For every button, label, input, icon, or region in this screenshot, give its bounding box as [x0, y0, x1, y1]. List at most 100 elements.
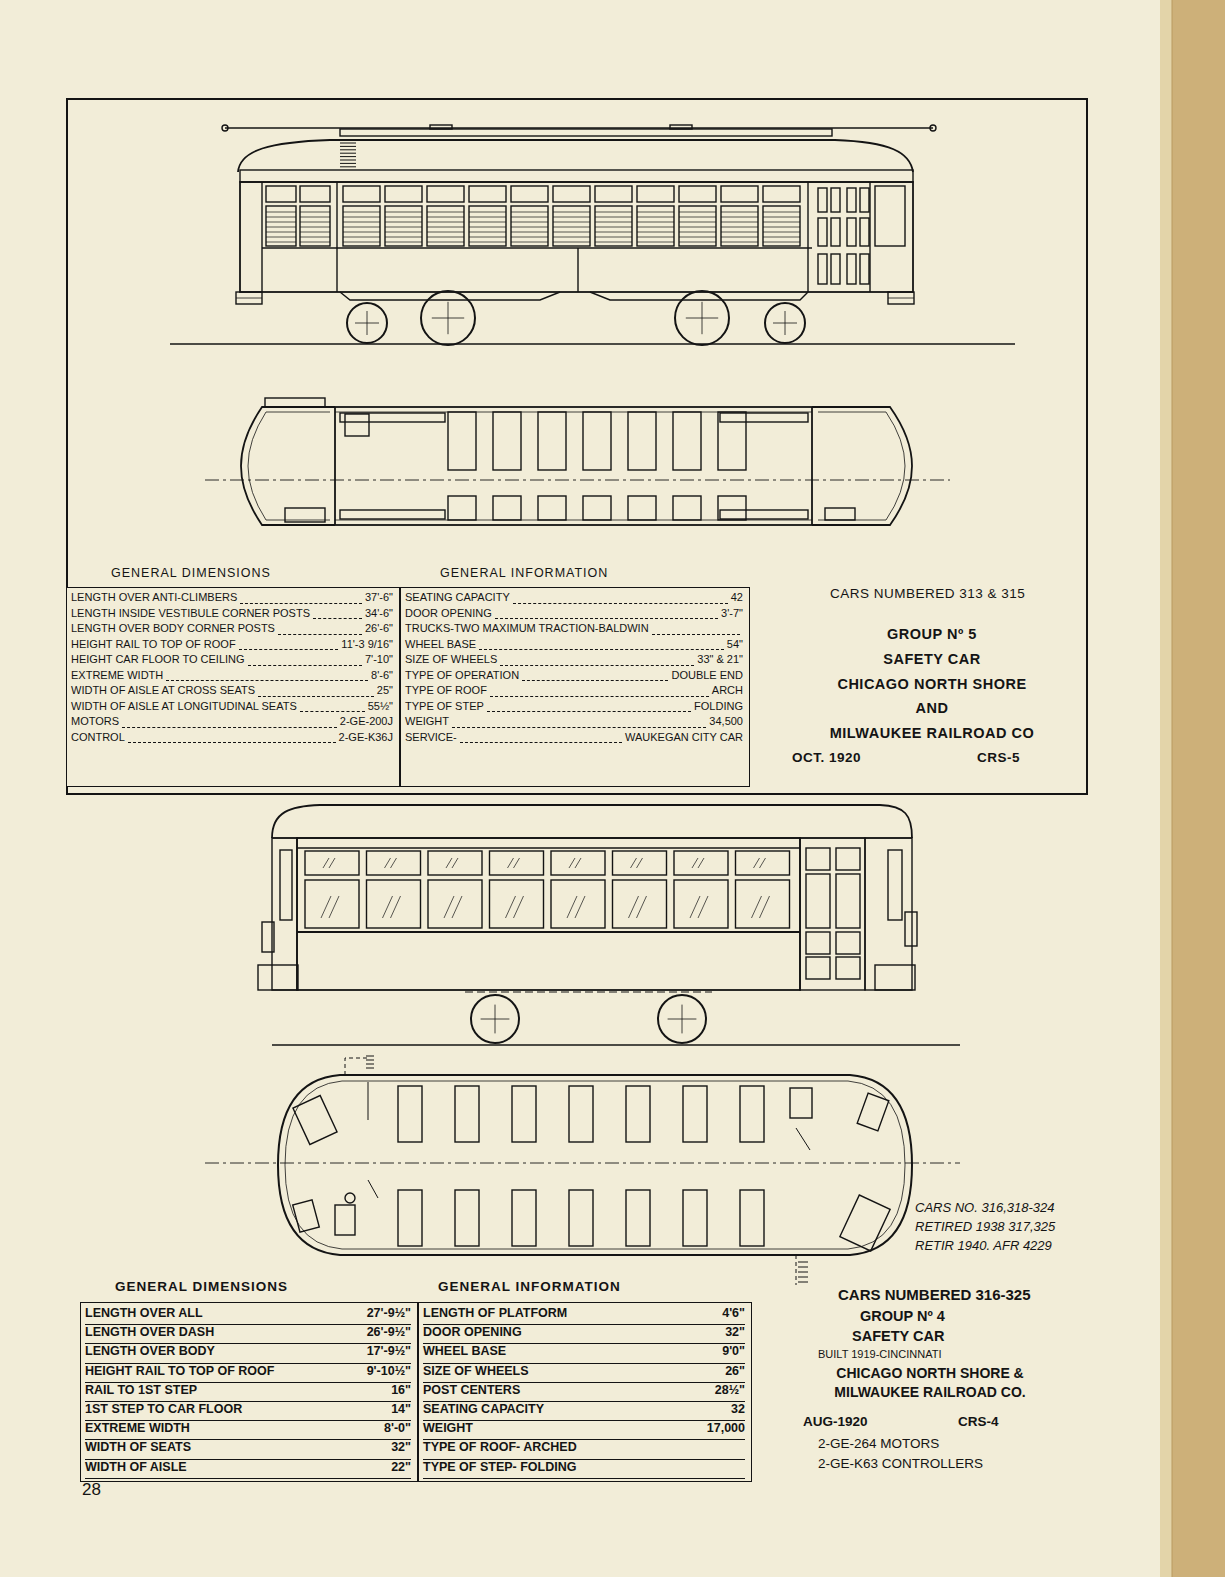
door-step — [345, 1058, 370, 1075]
row-value: 14" — [391, 1402, 411, 1416]
window-slat — [427, 232, 464, 233]
window-slat — [637, 212, 674, 213]
end-window — [280, 850, 292, 920]
table-row: LENGTH OVER BODY17'-9½" — [85, 1344, 411, 1363]
letter-board — [240, 170, 913, 182]
step-tread — [798, 1272, 808, 1273]
car-body-plan — [335, 407, 812, 525]
cross-seat — [569, 1086, 593, 1142]
glass-mark — [452, 896, 462, 918]
window-slat — [266, 232, 296, 233]
row-value: 8'-0" — [384, 1421, 411, 1435]
leader-line — [490, 696, 709, 697]
window-slat — [266, 237, 296, 238]
window-slat — [300, 212, 330, 213]
cross-seat — [626, 1190, 650, 1246]
wheel-axle-mark — [702, 302, 703, 334]
row-value: 2-GE-K36J — [339, 731, 393, 743]
glass-mark — [446, 858, 452, 868]
car-title-text: GROUP Nº 5 — [782, 626, 1082, 642]
car-title-text: CARS NUMBERED 313 & 315 — [830, 586, 1080, 601]
table-box: LENGTH OVER ANTI-CLIMBERS37'-6"LENGTH IN… — [66, 587, 400, 787]
glass-mark — [629, 896, 639, 918]
table-row: HEIGHT RAIL TO TOP OF ROOF11'-3 9/16" — [71, 638, 393, 654]
table-row: TYPE OF STEP- FOLDING — [423, 1460, 745, 1479]
window-slat — [300, 227, 330, 228]
window-slat — [343, 222, 380, 223]
glass-mark — [444, 896, 454, 918]
row-label: TRUCKS-TWO MAXIMUM TRACTION-BALDWIN — [405, 622, 649, 634]
leader-line — [460, 742, 622, 743]
window-slat — [469, 217, 506, 218]
window-sash — [300, 186, 330, 202]
leader-line — [300, 711, 365, 712]
table-row: SERVICE-WAUKEGAN CITY CAR — [405, 731, 743, 747]
window-slat — [385, 217, 422, 218]
glass-mark — [575, 858, 581, 868]
row-label: WHEEL BASE — [405, 638, 476, 650]
window-slat — [637, 232, 674, 233]
step-tread — [798, 1277, 808, 1278]
window — [469, 206, 506, 246]
window-slat — [469, 222, 506, 223]
row-label: SEATING CAPACITY — [423, 1402, 544, 1416]
cross-seat — [683, 1086, 707, 1142]
vestibule-outline — [248, 412, 330, 520]
table-row: CONTROL2-GE-K36J — [71, 731, 393, 747]
row-label: LENGTH OVER ANTI-CLIMBERS — [71, 591, 237, 603]
window-sash — [637, 186, 674, 202]
window-slat — [679, 232, 716, 233]
step-tread — [798, 1267, 808, 1268]
table-row: WIDTH OF SEATS32" — [85, 1440, 411, 1459]
data-table: GENERAL INFORMATIONLENGTH OF PLATFORM4'6… — [418, 1279, 752, 1482]
anti-climber — [236, 298, 262, 299]
cross-seat — [493, 412, 521, 470]
truck-frame — [590, 292, 808, 300]
truck-frame — [340, 292, 560, 300]
window-sash — [367, 851, 421, 875]
car-title-text: SAFETY CAR — [782, 651, 1082, 667]
car-note: CHICAGO NORTH SHORE & MILWAUKEE RAILROAD… — [795, 1364, 1065, 1402]
glass-mark — [508, 858, 514, 868]
window-slat — [637, 242, 674, 243]
window-slat — [721, 212, 758, 213]
window-slat — [266, 227, 296, 228]
table-box: LENGTH OF PLATFORM4'6"DOOR OPENING32"WHE… — [418, 1302, 752, 1482]
cross-seat — [683, 1190, 707, 1246]
row-label: LENGTH OVER BODY — [85, 1344, 215, 1358]
door-panel — [836, 932, 860, 954]
glass-mark — [567, 896, 577, 918]
row-value: 27'-9½" — [367, 1306, 411, 1320]
body-panel-joint — [577, 248, 578, 292]
window — [595, 206, 632, 246]
car-title-text: CHICAGO NORTH SHORE — [782, 676, 1082, 692]
leader-line — [495, 618, 718, 619]
table-row: WHEEL BASE9'0" — [423, 1344, 745, 1363]
window-slat — [385, 242, 422, 243]
page-edge — [1160, 0, 1172, 1577]
window-slat — [385, 237, 422, 238]
letter-board — [297, 847, 800, 848]
window-slat — [427, 212, 464, 213]
window-slat — [595, 227, 632, 228]
window-slat — [637, 217, 674, 218]
row-value: 55½" — [368, 700, 393, 712]
row-label: HEIGHT CAR FLOOR TO CEILING — [71, 653, 245, 665]
row-label: LENGTH INSIDE VESTIBULE CORNER POSTS — [71, 607, 310, 619]
window-slat — [300, 232, 330, 233]
glass-mark — [698, 896, 708, 918]
cross-seat — [673, 412, 701, 470]
window — [300, 206, 330, 246]
window-sash — [763, 186, 800, 202]
cross-seat — [398, 1086, 422, 1142]
glass-mark — [321, 896, 331, 918]
car-note: 2-GE-264 MOTORS — [818, 1436, 1058, 1451]
window-slat — [553, 222, 590, 223]
window-sash — [679, 186, 716, 202]
cross-seat — [673, 496, 701, 520]
window — [266, 206, 296, 246]
page-edge — [1172, 0, 1225, 1577]
window-slat — [595, 222, 632, 223]
axle-line — [465, 992, 712, 993]
